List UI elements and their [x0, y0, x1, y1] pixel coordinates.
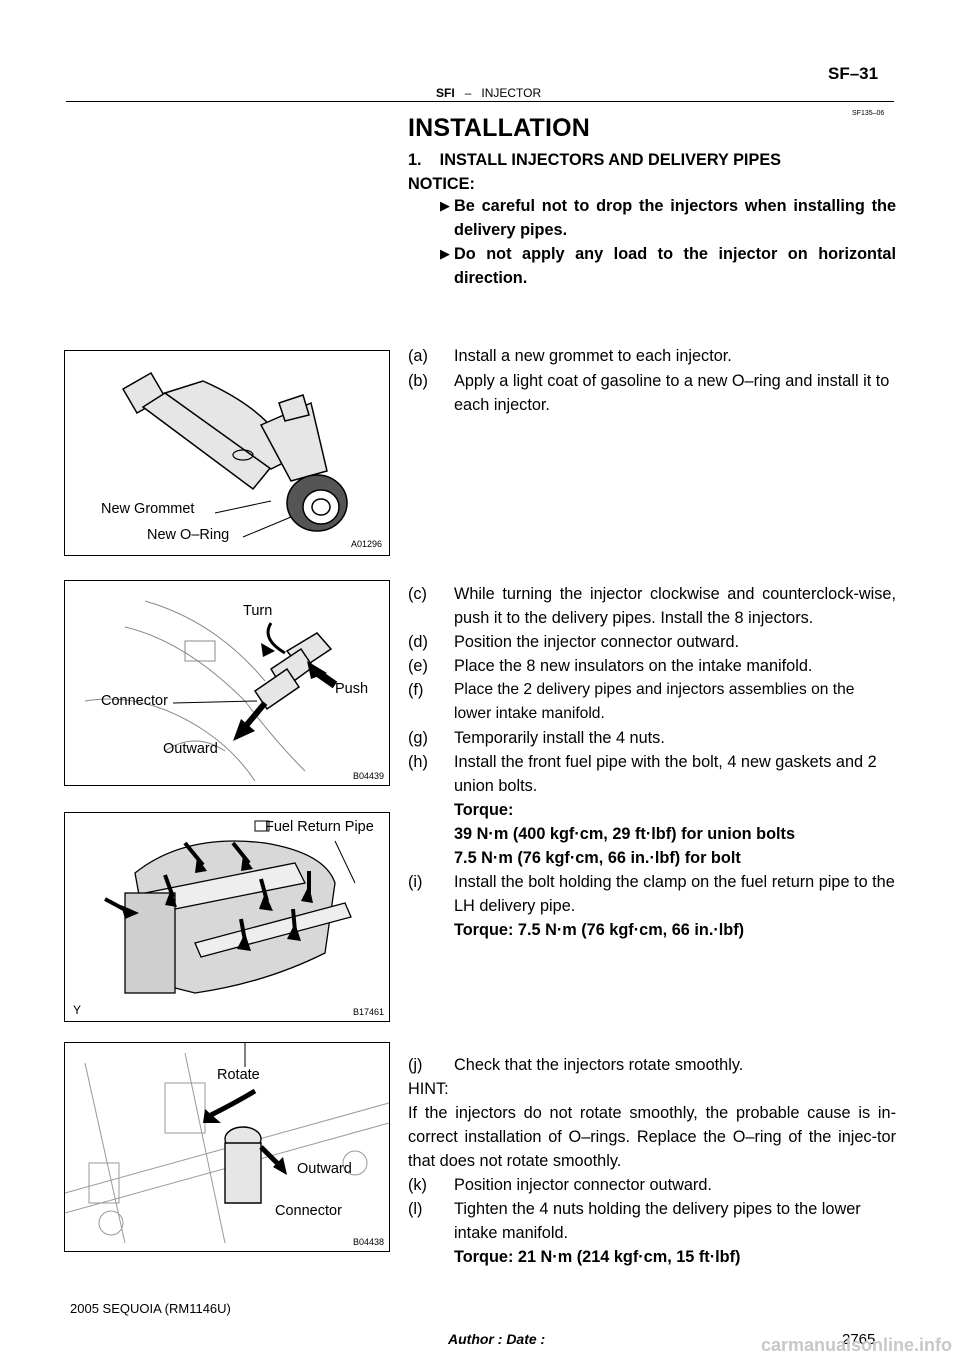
- step-d-tag: (d): [408, 633, 428, 651]
- step-h-tag: (h): [408, 753, 428, 771]
- header-ref-code: SF135–06: [852, 110, 885, 117]
- label-new-oring: New O–Ring: [147, 527, 230, 543]
- notice-label: NOTICE:: [408, 175, 475, 193]
- label-push: Push: [335, 681, 369, 697]
- step-c-tag: (c): [408, 585, 427, 603]
- label-connector: Connector: [101, 693, 168, 709]
- injector-illustration: [121, 371, 348, 538]
- figure-code: A01296: [351, 539, 383, 549]
- step-l-torque: Torque: 21 N·m (214 kgf·cm, 15 ft·lbf): [454, 1248, 741, 1266]
- figure-injector-install: Turn Push Connector Outward B04439: [64, 580, 390, 786]
- label-y: Y: [73, 1003, 82, 1017]
- step-j-tag: (j): [408, 1056, 423, 1074]
- footer-model: 2005 SEQUOIA (RM1146U): [70, 1301, 231, 1316]
- delivery-pipe-illustration: [84, 600, 338, 782]
- step-h-torque-label: Torque:: [454, 801, 514, 819]
- figure-code: B04439: [353, 771, 385, 781]
- running-header: SFI – INJECTOR: [436, 86, 541, 100]
- header-section: SFI: [436, 86, 455, 100]
- hint-text: If the injectors do not rotate smoothly,…: [408, 1104, 896, 1170]
- step-e-tag: (e): [408, 657, 428, 675]
- label-outward: Outward: [297, 1161, 352, 1177]
- figure-fuel-pipe-install: Fuel Return Pipe Y B17461: [64, 812, 390, 1022]
- step-c-text: While turning the injector clockwise and…: [454, 585, 896, 627]
- step-k-text: Position injector connector outward.: [454, 1176, 712, 1194]
- step-g-tag: (g): [408, 729, 428, 747]
- step-i-tag: (i): [408, 873, 423, 891]
- step-d-text: Position the injector connector outward.: [454, 633, 740, 651]
- intake-manifold-illustration: [104, 820, 356, 994]
- label-rotate: Rotate: [217, 1067, 260, 1083]
- notice-bullet-2: Do not apply any load to the injector on…: [454, 245, 896, 287]
- label-connector: Connector: [275, 1203, 342, 1219]
- injector-rotate-illustration: [65, 1043, 389, 1244]
- step-e-text: Place the 8 new insulators on the intake…: [454, 657, 813, 675]
- header-subject: INJECTOR: [481, 86, 542, 100]
- step-f-text: Place the 2 delivery pipes and injectors…: [454, 681, 855, 722]
- step-a-tag: (a): [408, 347, 428, 365]
- step-h-text: Install the front fuel pipe with the bol…: [454, 753, 877, 795]
- step-h-torque-2: 7.5 N·m (76 kgf·cm, 66 in.·lbf) for bolt: [454, 849, 741, 867]
- step-k-tag: (k): [408, 1176, 427, 1194]
- bullet-arrow-icon: ▶: [440, 246, 450, 261]
- figure-injector-rotate: Rotate Outward Connector B04438: [64, 1042, 390, 1252]
- figure-injector-grommet: New Grommet New O–Ring A01296: [64, 350, 390, 556]
- figure-code: B17461: [353, 1007, 385, 1017]
- step-a-text: Install a new grommet to each injector.: [454, 347, 732, 365]
- label-outward: Outward: [163, 741, 218, 757]
- bullet-arrow-icon: ▶: [440, 198, 450, 213]
- hint-label: HINT:: [408, 1080, 449, 1098]
- step-j-text: Check that the injectors rotate smoothly…: [454, 1056, 744, 1074]
- notice-bullet-1: Be careful not to drop the injectors whe…: [454, 197, 896, 239]
- header-page-number: SF–31: [828, 64, 879, 83]
- watermark: carmanualsonline.info: [760, 1335, 952, 1355]
- footer-author-date: Author : Date :: [448, 1331, 546, 1347]
- step-i-torque: Torque: 7.5 N·m (76 kgf·cm, 66 in.·lbf): [454, 921, 745, 939]
- step-b-text: Apply a light coat of gasoline to a new …: [454, 372, 890, 414]
- step-g-text: Temporarily install the 4 nuts.: [454, 729, 665, 747]
- step-l-tag: (l): [408, 1200, 423, 1218]
- label-fuel-return-pipe: Fuel Return Pipe: [265, 819, 374, 835]
- footer-page-number: 2765: [842, 1331, 876, 1348]
- header-dash: –: [464, 86, 472, 100]
- step-h-torque-1: 39 N·m (400 kgf·cm, 29 ft·lbf) for union…: [454, 825, 796, 843]
- step-b-tag: (b): [408, 372, 428, 390]
- figure-code: B04438: [353, 1237, 385, 1247]
- label-turn: Turn: [243, 603, 273, 619]
- step-f-tag: (f): [408, 681, 424, 699]
- label-new-grommet: New Grommet: [101, 501, 195, 517]
- header-rule: [66, 101, 894, 102]
- step1-heading: 1. INSTALL INJECTORS AND DELIVERY PIPES: [408, 151, 782, 169]
- step-l-text: Tighten the 4 nuts holding the delivery …: [454, 1200, 861, 1242]
- step-i-text: Install the bolt holding the clamp on th…: [454, 873, 895, 915]
- page-title: INSTALLATION: [408, 114, 591, 142]
